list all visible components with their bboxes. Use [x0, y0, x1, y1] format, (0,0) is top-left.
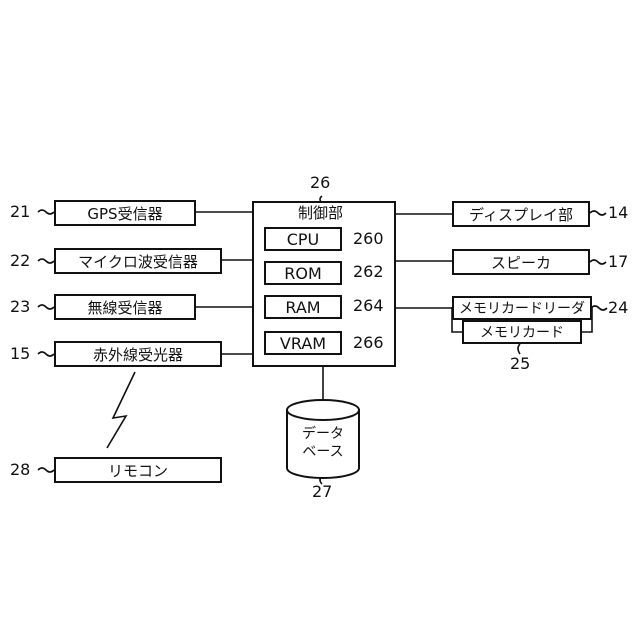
ref-vram: 266	[353, 335, 384, 351]
ref-infrared: 15	[10, 346, 30, 362]
rom-box: ROM	[264, 261, 342, 285]
gps-receiver-label: GPS受信器	[87, 203, 162, 224]
leader-22	[38, 259, 54, 263]
database-label-line2: ベース	[297, 444, 349, 462]
ref-microwave: 22	[10, 253, 30, 269]
radio-receiver-box: 無線受信器	[54, 294, 196, 320]
leader-15	[38, 352, 54, 356]
card-reader-label: メモリカードリーダ	[459, 298, 585, 318]
ref-display: 14	[608, 205, 628, 221]
microwave-receiver-label: マイクロ波受信器	[78, 251, 198, 272]
ref-speaker: 17	[608, 254, 628, 270]
card-reader-box: メモリカードリーダ	[452, 296, 592, 320]
speaker-label: スピーカ	[491, 252, 551, 273]
ref-radio: 23	[10, 299, 30, 315]
infrared-receiver-box: 赤外線受光器	[54, 341, 222, 367]
rom-label: ROM	[284, 264, 322, 283]
leader-28	[38, 468, 54, 472]
microwave-receiver-box: マイクロ波受信器	[54, 248, 222, 274]
display-box: ディスプレイ部	[452, 201, 590, 227]
ram-label: RAM	[285, 298, 320, 317]
controller-title: 制御部	[298, 206, 343, 221]
leader-23	[38, 305, 54, 309]
leader-21	[38, 210, 54, 214]
vram-box: VRAM	[264, 331, 342, 355]
memory-card-box: メモリカード	[462, 320, 582, 344]
cpu-label: CPU	[287, 230, 320, 249]
ref-ram: 264	[353, 298, 384, 314]
database-label: データ ベース	[297, 426, 349, 461]
ref-cpu: 260	[353, 231, 384, 247]
display-label: ディスプレイ部	[469, 204, 573, 225]
leader-24	[591, 306, 607, 310]
vram-label: VRAM	[280, 334, 326, 353]
leader-14	[590, 211, 606, 215]
ref-rom: 262	[353, 264, 384, 280]
ram-box: RAM	[264, 295, 342, 319]
ref-remote: 28	[10, 462, 30, 478]
memory-card-label: メモリカード	[480, 322, 564, 342]
remote-control-box: リモコン	[54, 457, 222, 483]
remote-control-label: リモコン	[108, 460, 168, 481]
database-label-line1: データ	[297, 426, 349, 444]
wireless-signal-icon	[107, 372, 135, 448]
leader-17	[590, 260, 606, 264]
cpu-box: CPU	[264, 227, 342, 251]
speaker-box: スピーカ	[452, 249, 590, 275]
ref-database: 27	[312, 484, 332, 500]
infrared-receiver-label: 赤外線受光器	[93, 344, 183, 365]
leader-25	[518, 344, 520, 354]
ref-card-reader: 24	[608, 300, 628, 316]
ref-controller: 26	[310, 175, 330, 191]
radio-receiver-label: 無線受信器	[87, 297, 162, 318]
ref-memory-card: 25	[510, 356, 530, 372]
gps-receiver-box: GPS受信器	[54, 200, 196, 226]
ref-gps: 21	[10, 204, 30, 220]
